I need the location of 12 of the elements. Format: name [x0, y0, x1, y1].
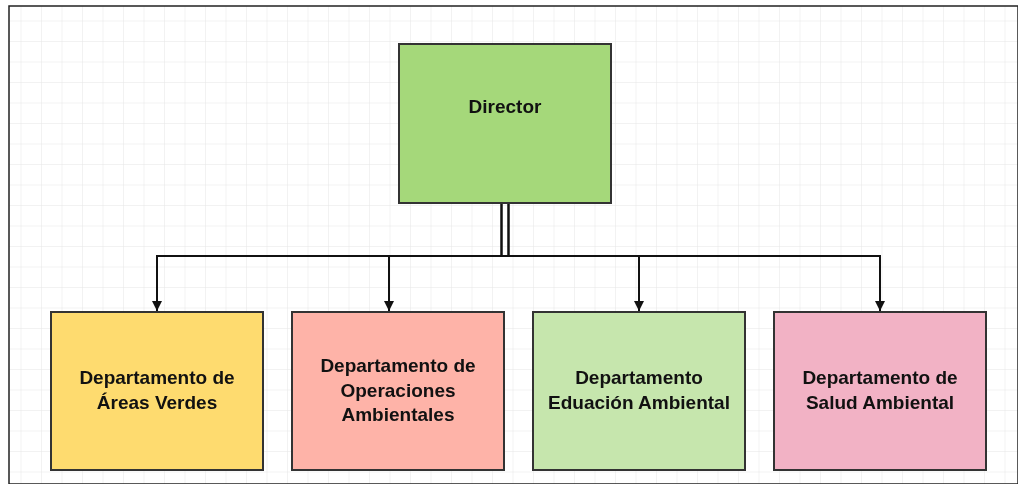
org-box	[50, 311, 264, 471]
box-label: Departamento de Áreas Verdes	[78, 366, 236, 415]
connector-arrow	[500, 203, 644, 312]
connector-arrow	[507, 203, 885, 312]
org-box	[532, 311, 746, 471]
org-box	[398, 43, 612, 204]
box-label: Departamento Eduación Ambiental	[547, 366, 731, 415]
box-label: Departamento de Operaciones Ambientales	[319, 353, 477, 428]
box-label: Director	[468, 95, 542, 120]
org-box	[773, 311, 987, 471]
box-label: Departamento de Salud Ambiental	[801, 366, 959, 415]
org-box	[291, 311, 505, 471]
